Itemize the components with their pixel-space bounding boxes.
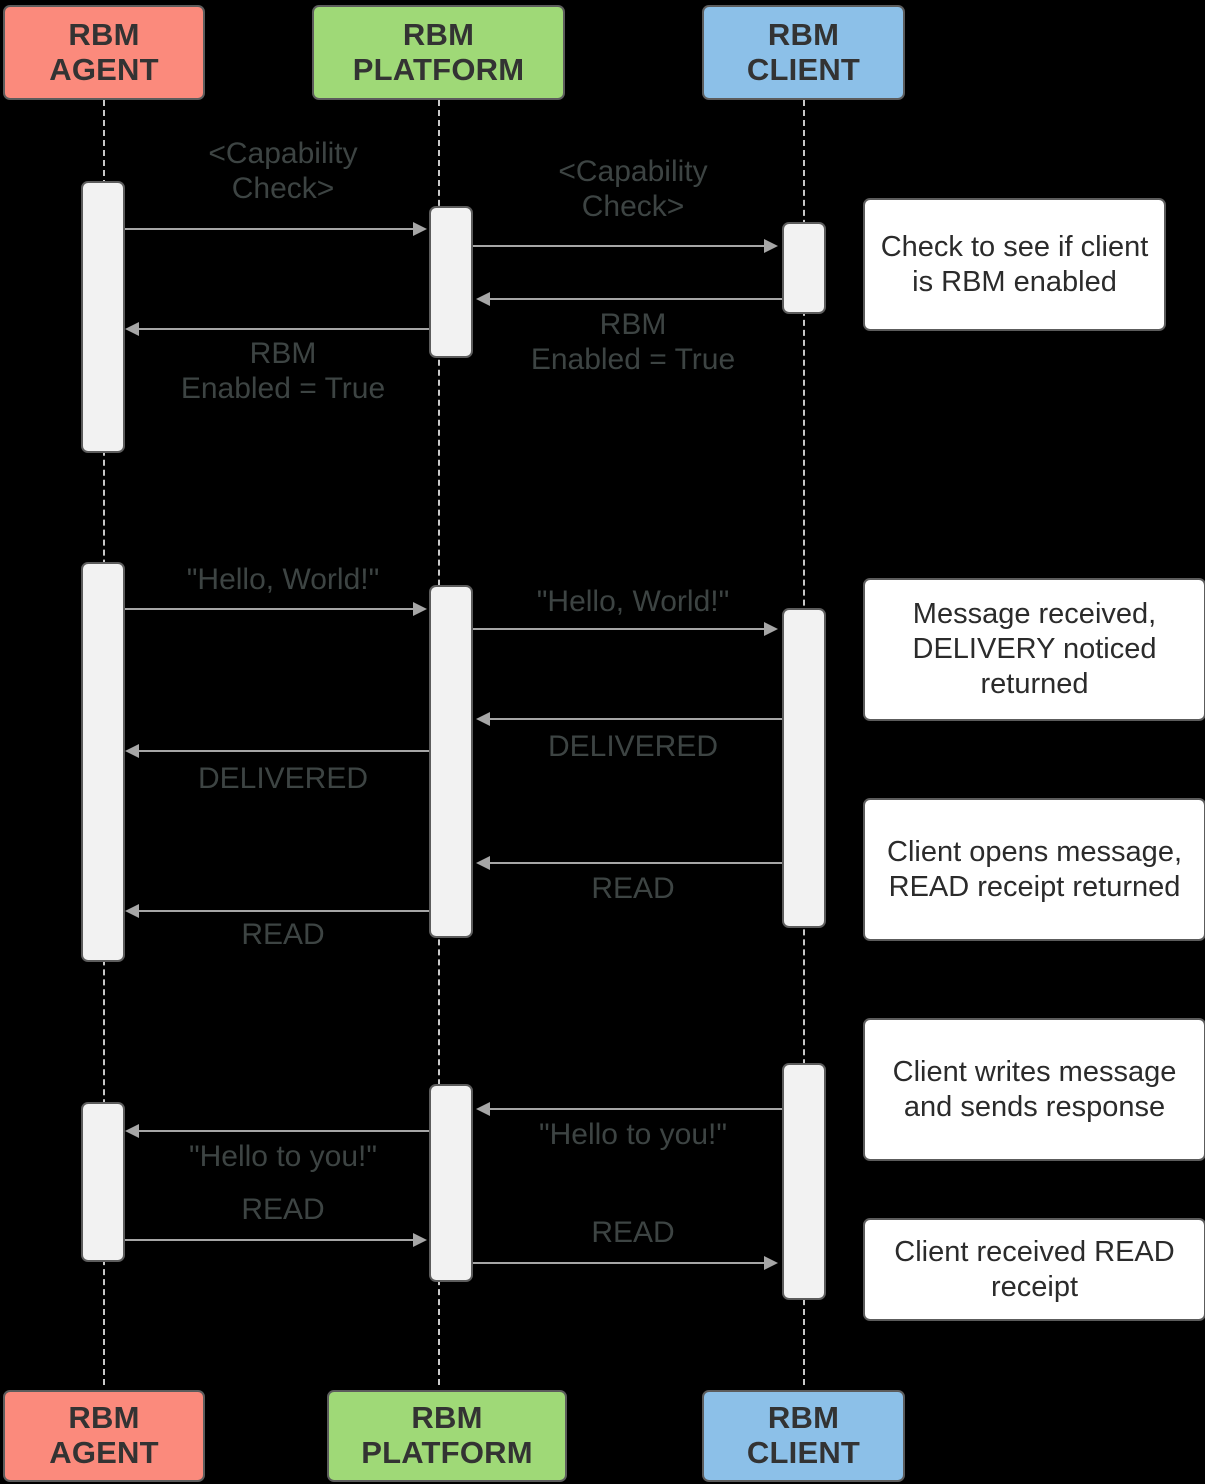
activation-client-3[interactable] <box>782 1063 826 1300</box>
activation-client-1[interactable] <box>782 222 826 314</box>
message-arrowhead-m7 <box>476 712 490 726</box>
note-message-received: Message received, DELIVERY noticed retur… <box>863 578 1205 721</box>
message-arrowhead-m6 <box>764 622 778 636</box>
message-arrowhead-m5 <box>413 602 427 616</box>
message-line-m13 <box>125 1239 415 1241</box>
message-label-m2: <Capability Check> <box>558 155 708 223</box>
participant-footer-client[interactable]: RBM CLIENT <box>702 1390 905 1482</box>
message-label-m10: READ <box>241 918 325 951</box>
note-client-writes-message: Client writes message and sends response <box>863 1018 1205 1161</box>
message-arrowhead-m8 <box>125 744 139 758</box>
message-line-m11 <box>490 1108 782 1110</box>
message-label-m14: READ <box>591 1216 675 1249</box>
message-arrowhead-m11 <box>476 1102 490 1116</box>
message-arrowhead-m12 <box>125 1124 139 1138</box>
message-line-m10 <box>139 910 429 912</box>
message-label-m4: RBM Enabled = True <box>180 337 386 405</box>
message-arrowhead-m4 <box>125 322 139 336</box>
activation-agent-3[interactable] <box>81 1102 125 1262</box>
message-label-m8: DELIVERED <box>197 762 369 795</box>
activation-platform-3[interactable] <box>429 1084 473 1282</box>
message-line-m14 <box>473 1262 766 1264</box>
message-arrowhead-m2 <box>764 239 778 253</box>
message-line-m2 <box>473 245 766 247</box>
participant-footer-agent[interactable]: RBM AGENT <box>3 1390 205 1482</box>
participant-header-client[interactable]: RBM CLIENT <box>702 5 905 100</box>
message-arrowhead-m13 <box>413 1233 427 1247</box>
activation-platform-2[interactable] <box>429 585 473 938</box>
message-label-m11: "Hello to you!" <box>538 1118 728 1151</box>
message-label-m7: DELIVERED <box>547 730 719 763</box>
message-line-m3 <box>490 298 782 300</box>
activation-client-2[interactable] <box>782 608 826 928</box>
message-arrowhead-m3 <box>476 292 490 306</box>
message-line-m9 <box>490 862 782 864</box>
participant-header-platform[interactable]: RBM PLATFORM <box>312 5 565 100</box>
message-label-m12: "Hello to you!" <box>188 1140 378 1173</box>
note-client-received-read: Client received READ receipt <box>863 1218 1205 1321</box>
message-label-m9: READ <box>591 872 675 905</box>
message-line-m4 <box>139 328 429 330</box>
activation-platform-1[interactable] <box>429 206 473 358</box>
note-client-opens-message: Client opens message, READ receipt retur… <box>863 798 1205 941</box>
message-line-m8 <box>139 750 429 752</box>
message-arrowhead-m9 <box>476 856 490 870</box>
activation-agent-1[interactable] <box>81 181 125 453</box>
message-line-m5 <box>125 608 415 610</box>
message-arrowhead-m10 <box>125 904 139 918</box>
message-line-m1 <box>125 228 415 230</box>
note-capability-check: Check to see if client is RBM enabled <box>863 198 1166 331</box>
message-label-m13: READ <box>241 1193 325 1226</box>
message-line-m6 <box>473 628 766 630</box>
participant-footer-platform[interactable]: RBM PLATFORM <box>327 1390 567 1482</box>
message-line-m12 <box>139 1130 429 1132</box>
message-label-m5: "Hello, World!" <box>186 563 380 596</box>
message-label-m1: <Capability Check> <box>208 137 358 205</box>
message-line-m7 <box>490 718 782 720</box>
message-arrowhead-m1 <box>413 222 427 236</box>
activation-agent-2[interactable] <box>81 562 125 962</box>
message-label-m3: RBM Enabled = True <box>530 308 736 376</box>
message-arrowhead-m14 <box>764 1256 778 1270</box>
participant-header-agent[interactable]: RBM AGENT <box>3 5 205 100</box>
message-label-m6: "Hello, World!" <box>536 585 730 618</box>
